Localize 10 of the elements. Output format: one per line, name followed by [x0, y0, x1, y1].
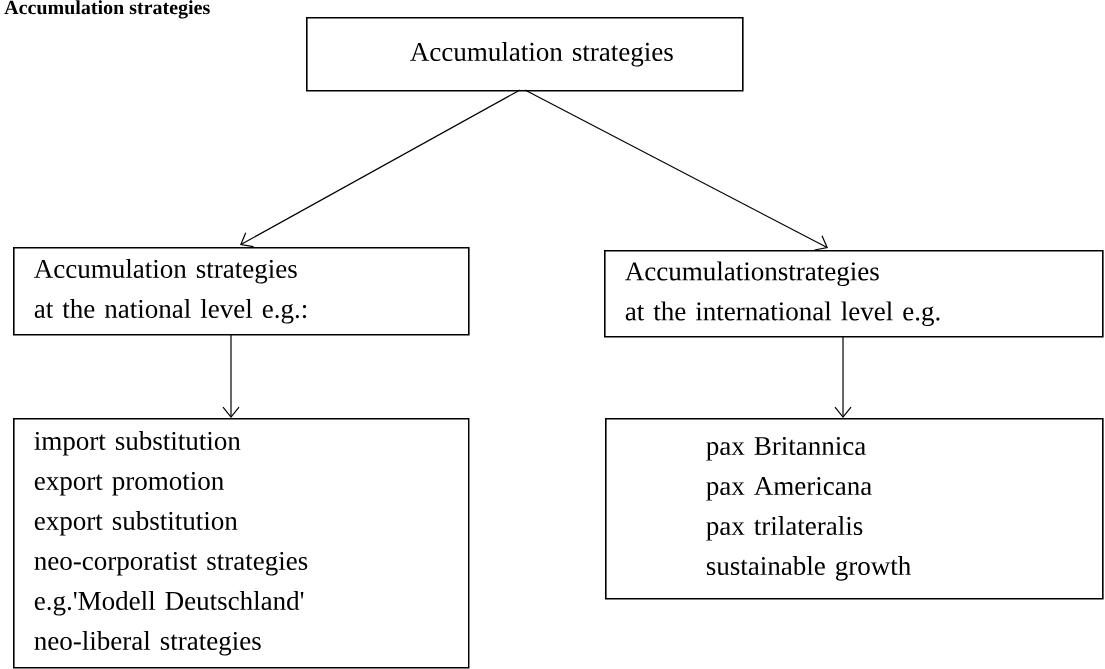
arrow — [524, 89, 828, 251]
category-box: Accumulation strategies at the national level e.g.: — [13, 247, 470, 336]
arrow — [240, 89, 521, 248]
arrow — [834, 335, 852, 418]
category-box: Accumulationstrategies at the international level e.g. — [604, 250, 1104, 338]
list-box: import substitution export promotion export substitution neo-corporatist strategies e.g.'Modell Deutschland' neo-liberal strategies — [13, 418, 470, 669]
arrow — [222, 333, 240, 418]
heading: Accumulation strategies — [4, 0, 210, 19]
title-box: Accumulation strategies — [306, 17, 744, 92]
list-box: pax Britannica pax Americana pax trilateralis sustainable growth — [605, 418, 1104, 600]
